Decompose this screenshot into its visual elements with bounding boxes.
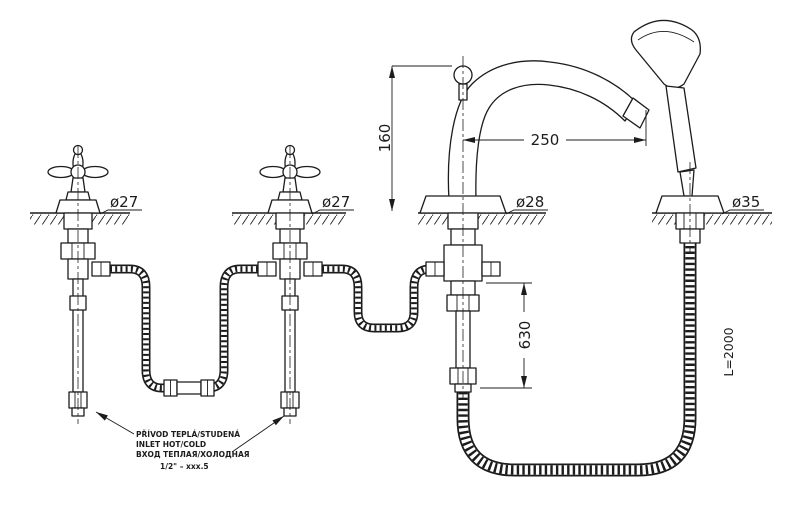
valve-middle bbox=[257, 144, 323, 417]
note-line-1: PŘÍVOD TEPLÁ/STUDENÁ bbox=[136, 430, 240, 439]
note-line-4: 1/2" – xxx.5 bbox=[160, 462, 209, 471]
hand-shower-nipple bbox=[679, 169, 695, 197]
dim-630-label: 630 bbox=[516, 321, 534, 350]
note-line-3: ВХОД ТЕПЛАЯ/ХОЛОДНАЯ bbox=[136, 450, 250, 459]
dia-35-label: ø35 bbox=[732, 193, 760, 211]
deck-hatch bbox=[418, 214, 546, 225]
note-line-2: INLET HOT/COLD bbox=[136, 440, 206, 449]
shower-hose-coil bbox=[456, 243, 697, 477]
dimension-630: 630 bbox=[480, 282, 534, 389]
dia-27-mid-label: ø27 bbox=[322, 193, 350, 211]
dim-250-label: 250 bbox=[531, 131, 560, 149]
spout bbox=[419, 60, 650, 393]
flex-hose-middle bbox=[207, 264, 258, 393]
deck-hatch bbox=[652, 214, 772, 225]
flex-hose-left bbox=[110, 264, 164, 393]
hose-union-fitting bbox=[163, 379, 215, 397]
flex-hose-to-spout bbox=[322, 264, 431, 333]
dimension-160: 160 bbox=[376, 65, 452, 211]
dia-28-label: ø28 bbox=[516, 193, 544, 211]
deck-surface bbox=[30, 212, 772, 225]
hand-shower bbox=[630, 19, 725, 244]
hand-shower-head bbox=[630, 19, 701, 89]
valve-left bbox=[47, 144, 111, 417]
inlet-notes: PŘÍVOD TEPLÁ/STUDENÁ INLET HOT/COLD ВХОД… bbox=[95, 411, 285, 471]
diameter-labels: ø27 ø27 ø28 ø35 bbox=[99, 193, 764, 215]
dimension-250: 250 bbox=[463, 110, 647, 149]
centerlines bbox=[77, 56, 691, 424]
hand-shower-handle bbox=[665, 85, 697, 173]
inlet-leader-arrow-right bbox=[231, 415, 285, 453]
spout-outlet-tip bbox=[622, 97, 650, 129]
hose-length-label: L=2000 bbox=[721, 327, 736, 376]
dia-27-left-label: ø27 bbox=[110, 193, 138, 211]
inlet-leader-arrow-left bbox=[95, 411, 135, 435]
dim-160-label: 160 bbox=[376, 124, 394, 153]
